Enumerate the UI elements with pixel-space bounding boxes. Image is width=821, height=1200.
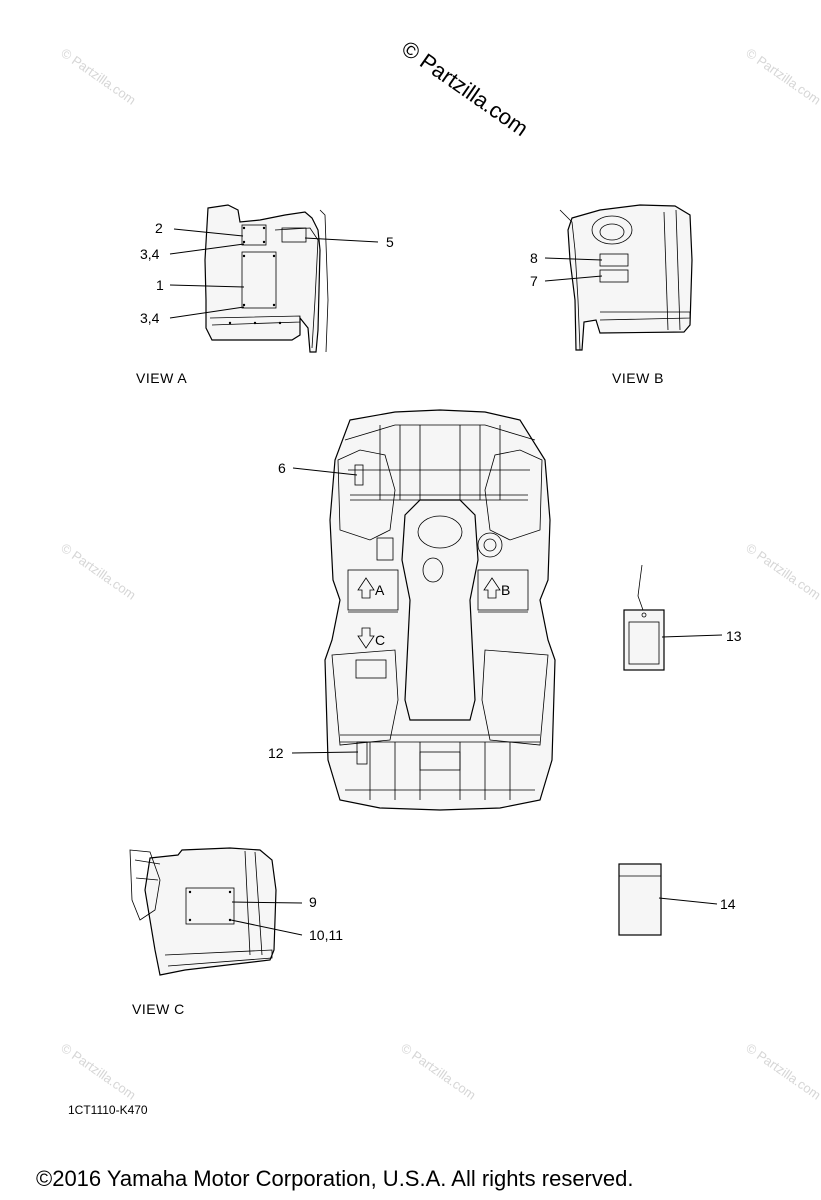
watermark-tile: © Partzilla.com bbox=[398, 1040, 478, 1103]
diagram-code: 1CT1110-K470 bbox=[68, 1103, 148, 1117]
callout-label: 7 bbox=[530, 273, 538, 289]
watermark-tile: © Partzilla.com bbox=[743, 540, 821, 603]
view-arrow-c-label: C bbox=[375, 632, 385, 648]
copyright-notice: ©2016 Yamaha Motor Corporation, U.S.A. A… bbox=[36, 1166, 633, 1191]
callout-label: 14 bbox=[720, 896, 736, 912]
watermark-tile: © Partzilla.com bbox=[743, 45, 821, 108]
view-c-illustration bbox=[129, 847, 277, 976]
callout-label: 2 bbox=[155, 220, 163, 236]
watermark-tile: © Partzilla.com bbox=[58, 1040, 138, 1103]
view-c-caption: VIEW C bbox=[132, 1001, 185, 1017]
callout-label: 5 bbox=[386, 234, 394, 250]
view-b-caption: VIEW B bbox=[612, 370, 664, 386]
watermark-tile: © Partzilla.com bbox=[58, 540, 138, 603]
callout-label: 13 bbox=[726, 628, 742, 644]
callout-label: 3,4 bbox=[140, 310, 160, 326]
callout-label: 12 bbox=[268, 745, 284, 761]
callout-label: 1 bbox=[156, 277, 164, 293]
watermark-tile: © Partzilla.com bbox=[743, 1040, 821, 1103]
sticker-sheet-illustration bbox=[618, 863, 662, 936]
callout-label: 10,11 bbox=[309, 927, 343, 943]
view-a-illustration bbox=[204, 204, 329, 353]
watermark-tile: © Partzilla.com bbox=[58, 45, 138, 108]
watermark-brand: © Partzilla.com bbox=[397, 36, 533, 142]
atv-top-view-illustration bbox=[324, 409, 556, 811]
callout-label: 9 bbox=[309, 894, 317, 910]
view-b-illustration bbox=[559, 204, 693, 351]
view-a-caption: VIEW A bbox=[136, 370, 187, 386]
callout-label: 8 bbox=[530, 250, 538, 266]
hang-tag-illustration bbox=[623, 564, 665, 671]
callout-label: 6 bbox=[278, 460, 286, 476]
callout-label: 3,4 bbox=[140, 246, 160, 262]
view-arrow-a-label: A bbox=[375, 582, 385, 598]
view-arrow-b-label: B bbox=[501, 582, 510, 598]
